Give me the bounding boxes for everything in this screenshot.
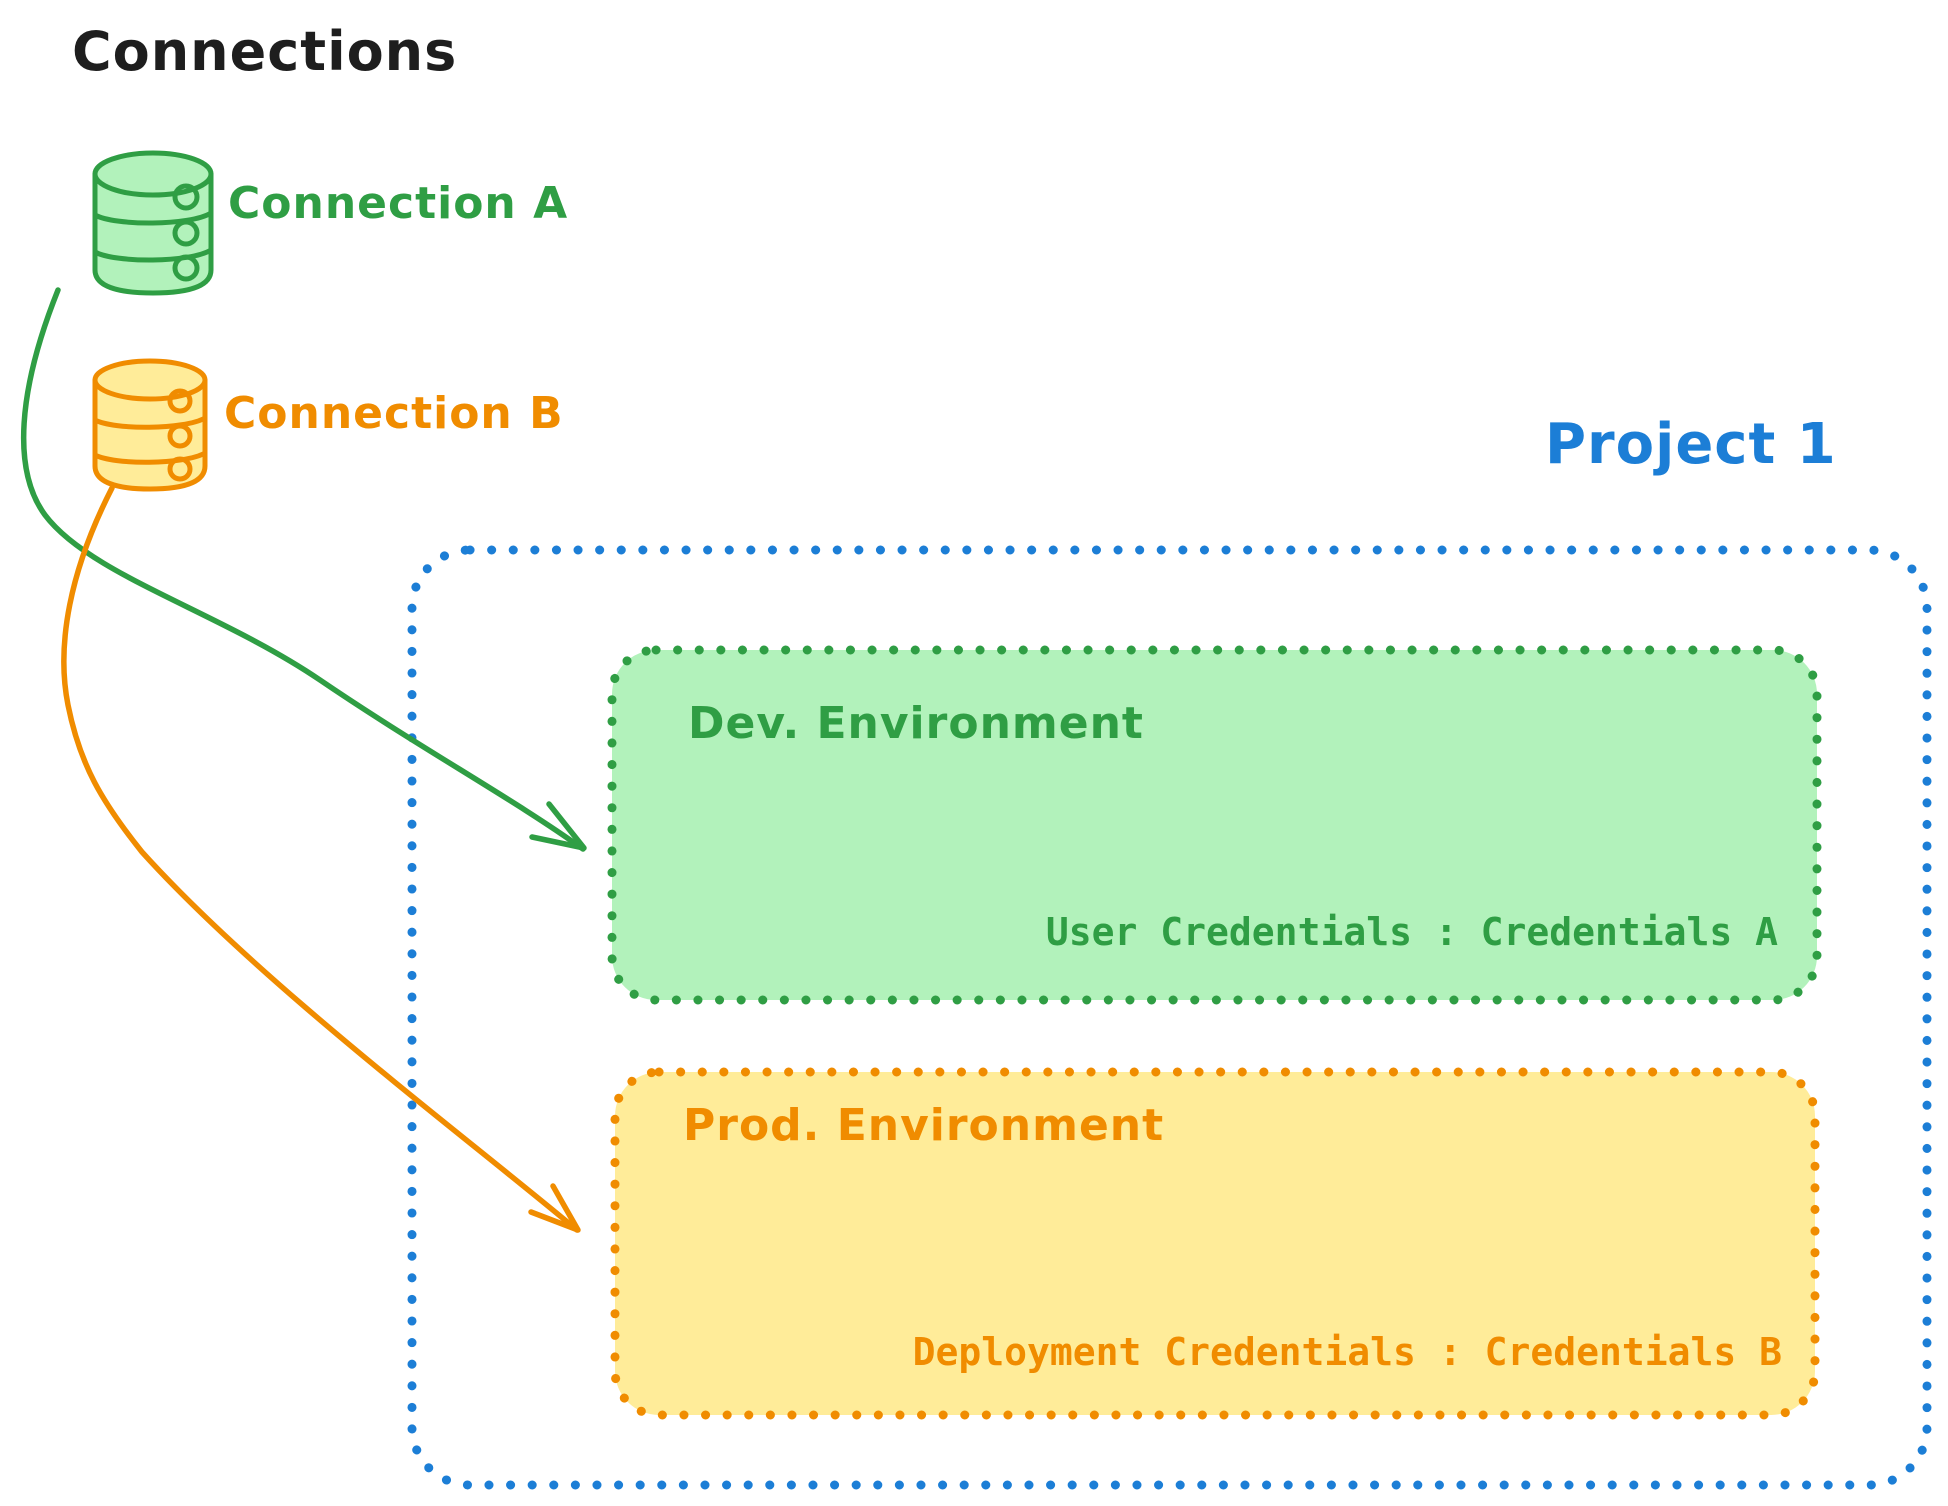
dev-environment-title: Dev. Environment: [688, 698, 1144, 749]
dev-environment-box: [607, 645, 1822, 1005]
project-box: [407, 545, 1932, 1490]
diagram-title: Connections: [72, 20, 458, 83]
prod-environment-title: Prod. Environment: [683, 1100, 1165, 1151]
project-title: Project 1: [1545, 412, 1837, 477]
database-cylinder-orange-icon: [92, 358, 208, 492]
dev-environment-credentials: User Credentials : Credentials A: [1045, 910, 1778, 954]
connection-b-arrow: [61, 485, 581, 1233]
database-cylinder-green-icon: [92, 150, 214, 296]
connection-a-arrow: [20, 287, 587, 852]
prod-environment-box: [610, 1067, 1820, 1420]
connection-b-label: Connection B: [224, 388, 564, 439]
connection-a-label: Connection A: [228, 178, 569, 229]
arrowhead: [528, 1183, 581, 1233]
prod-environment-credentials: Deployment Credentials : Credentials B: [912, 1330, 1782, 1374]
arrowhead: [529, 801, 587, 851]
